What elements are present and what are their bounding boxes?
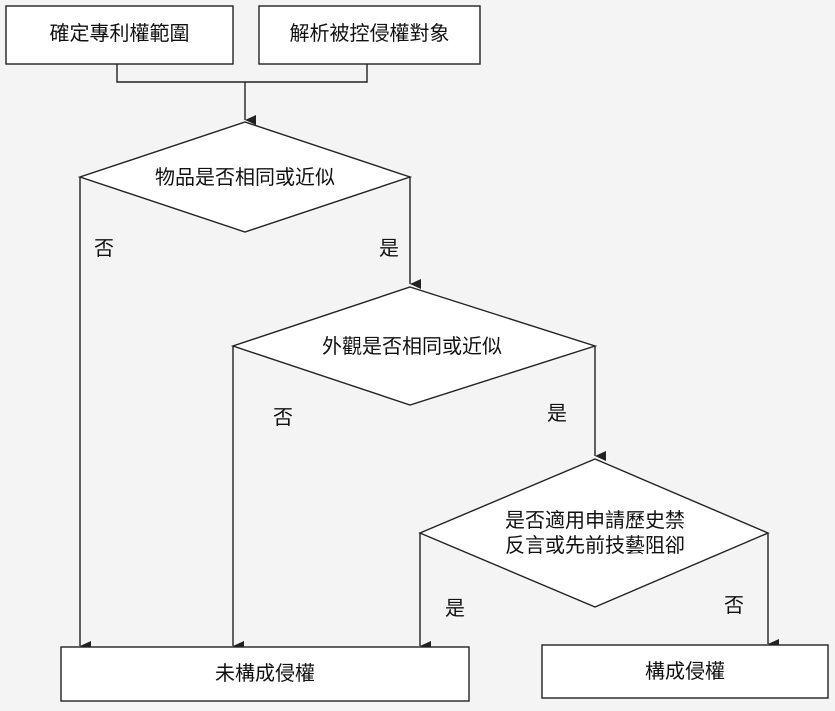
article-yes-label: 是 — [379, 236, 399, 260]
appearance-yes-label: 是 — [547, 401, 567, 425]
infringement-label: 構成侵權 — [645, 659, 725, 683]
analyze-target-label: 解析被控侵權對象 — [290, 21, 450, 45]
no-infringement-box — [60, 646, 470, 702]
determine-scope-box — [5, 5, 234, 65]
estoppel-yes-label: 是 — [445, 596, 465, 620]
estoppel-decision — [418, 458, 770, 608]
article-decision-label: 物品是否相同或近似 — [155, 165, 335, 189]
infringement-box — [541, 644, 829, 699]
article-no-label: 否 — [94, 236, 114, 260]
estoppel-no-label: 否 — [724, 593, 744, 617]
estoppel-decision-label-line2: 反言或先前技藝阻卻 — [505, 533, 685, 557]
appearance-no-label: 否 — [273, 405, 293, 429]
article-decision — [77, 121, 413, 233]
appearance-decision — [230, 286, 598, 406]
appearance-decision-label: 外觀是否相同或近似 — [322, 334, 502, 358]
merge-connector — [116, 64, 368, 83]
determine-scope-label: 確定專利權範圍 — [50, 21, 190, 45]
no-infringement-label: 未構成侵權 — [215, 661, 315, 685]
analyze-target-box — [258, 5, 481, 65]
estoppel-decision-label-line1: 是否適用申請歷史禁 — [505, 508, 685, 532]
